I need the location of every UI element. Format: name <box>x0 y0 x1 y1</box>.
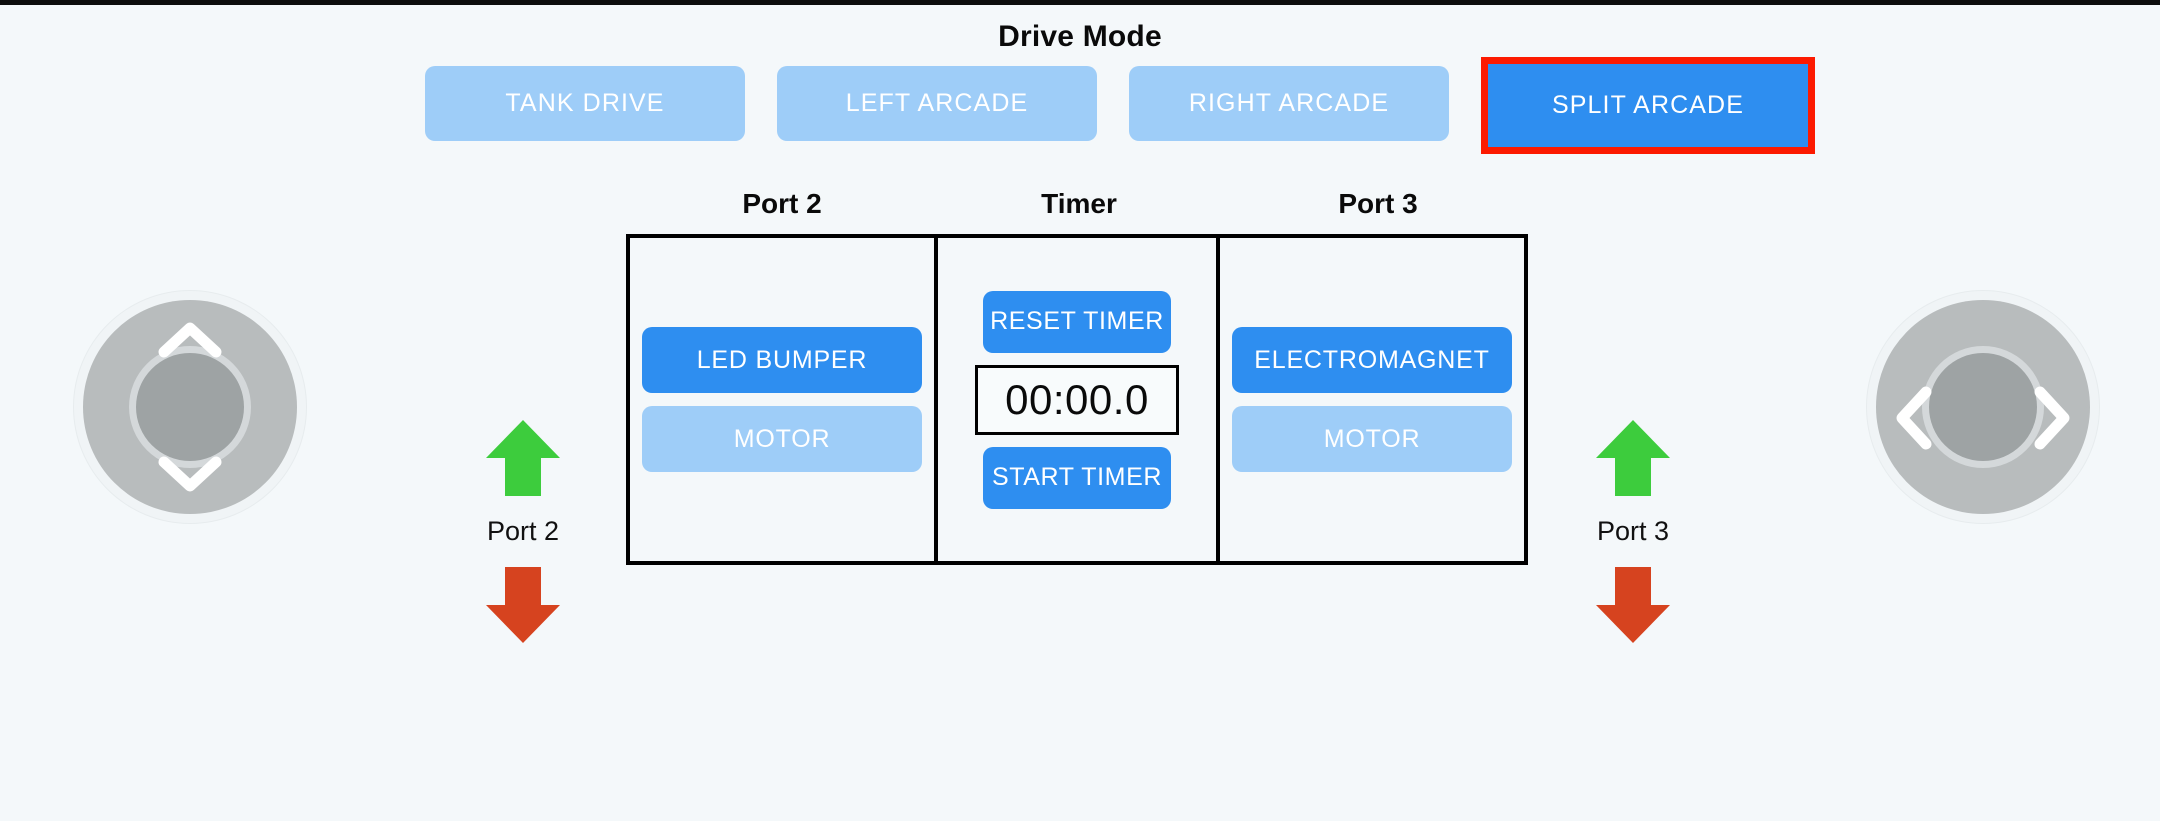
joystick-left[interactable] <box>83 300 297 514</box>
panel-label-row: Port 2 Timer Port 3 <box>0 188 2160 220</box>
panel-label-timer: Timer <box>1041 188 1117 219</box>
drive-mode-option-split-arcade-highlight: SPLIT ARCADE <box>1481 57 1815 154</box>
port2-direction-indicator: Port 2 <box>443 418 603 645</box>
drive-mode-option-tank-drive-wrap: TANK DRIVE <box>425 66 777 141</box>
timer-value-display: 00:00.0 <box>975 364 1179 435</box>
port3-electromagnet-button[interactable]: ELECTROMAGNET <box>1232 327 1512 393</box>
top-edge-bar <box>0 0 2160 5</box>
arrow-down-icon <box>1596 567 1670 643</box>
panel-label-port2: Port 2 <box>742 188 822 219</box>
chevron-left-icon <box>1896 386 1932 450</box>
reset-timer-button[interactable]: RESET TIMER <box>983 290 1171 353</box>
port2-indicator-label: Port 2 <box>486 516 560 546</box>
panel-label-port3: Port 3 <box>1338 188 1418 219</box>
joystick-right-knob[interactable] <box>1929 353 2037 461</box>
port3-indicator-label: Port 3 <box>1596 516 1670 546</box>
drive-mode-option-right-arcade[interactable]: RIGHT ARCADE <box>1129 66 1449 141</box>
control-panel-group: LED BUMPER MOTOR RESET TIMER 00:00.0 STA… <box>626 234 1528 565</box>
drive-mode-button-group: TANK DRIVE LEFT ARCADE RIGHT ARCADE SPLI… <box>425 57 1815 154</box>
start-timer-button[interactable]: START TIMER <box>983 446 1171 509</box>
drive-mode-option-left-arcade[interactable]: LEFT ARCADE <box>777 66 1097 141</box>
drive-mode-option-split-arcade[interactable]: SPLIT ARCADE <box>1488 64 1808 147</box>
panel-port3: ELECTROMAGNET MOTOR <box>1216 234 1528 565</box>
port2-led-bumper-button[interactable]: LED BUMPER <box>642 327 922 393</box>
drive-mode-option-tank-drive[interactable]: TANK DRIVE <box>425 66 745 141</box>
joystick-left-knob[interactable] <box>136 353 244 461</box>
arrow-up-icon <box>486 420 560 496</box>
panel-timer: RESET TIMER 00:00.0 START TIMER <box>934 234 1220 565</box>
port2-motor-button[interactable]: MOTOR <box>642 406 922 472</box>
chevron-down-icon <box>158 456 222 492</box>
chevron-right-icon <box>2034 386 2070 450</box>
port3-motor-button[interactable]: MOTOR <box>1232 406 1512 472</box>
arrow-up-icon <box>1596 420 1670 496</box>
joystick-right[interactable] <box>1876 300 2090 514</box>
drive-mode-option-right-arcade-wrap: RIGHT ARCADE <box>1129 66 1481 141</box>
drive-mode-option-left-arcade-wrap: LEFT ARCADE <box>777 66 1129 141</box>
arrow-down-icon <box>486 567 560 643</box>
port3-direction-indicator: Port 3 <box>1553 418 1713 645</box>
chevron-up-icon <box>158 322 222 358</box>
drive-mode-title: Drive Mode <box>998 20 1162 53</box>
panel-port2: LED BUMPER MOTOR <box>626 234 938 565</box>
